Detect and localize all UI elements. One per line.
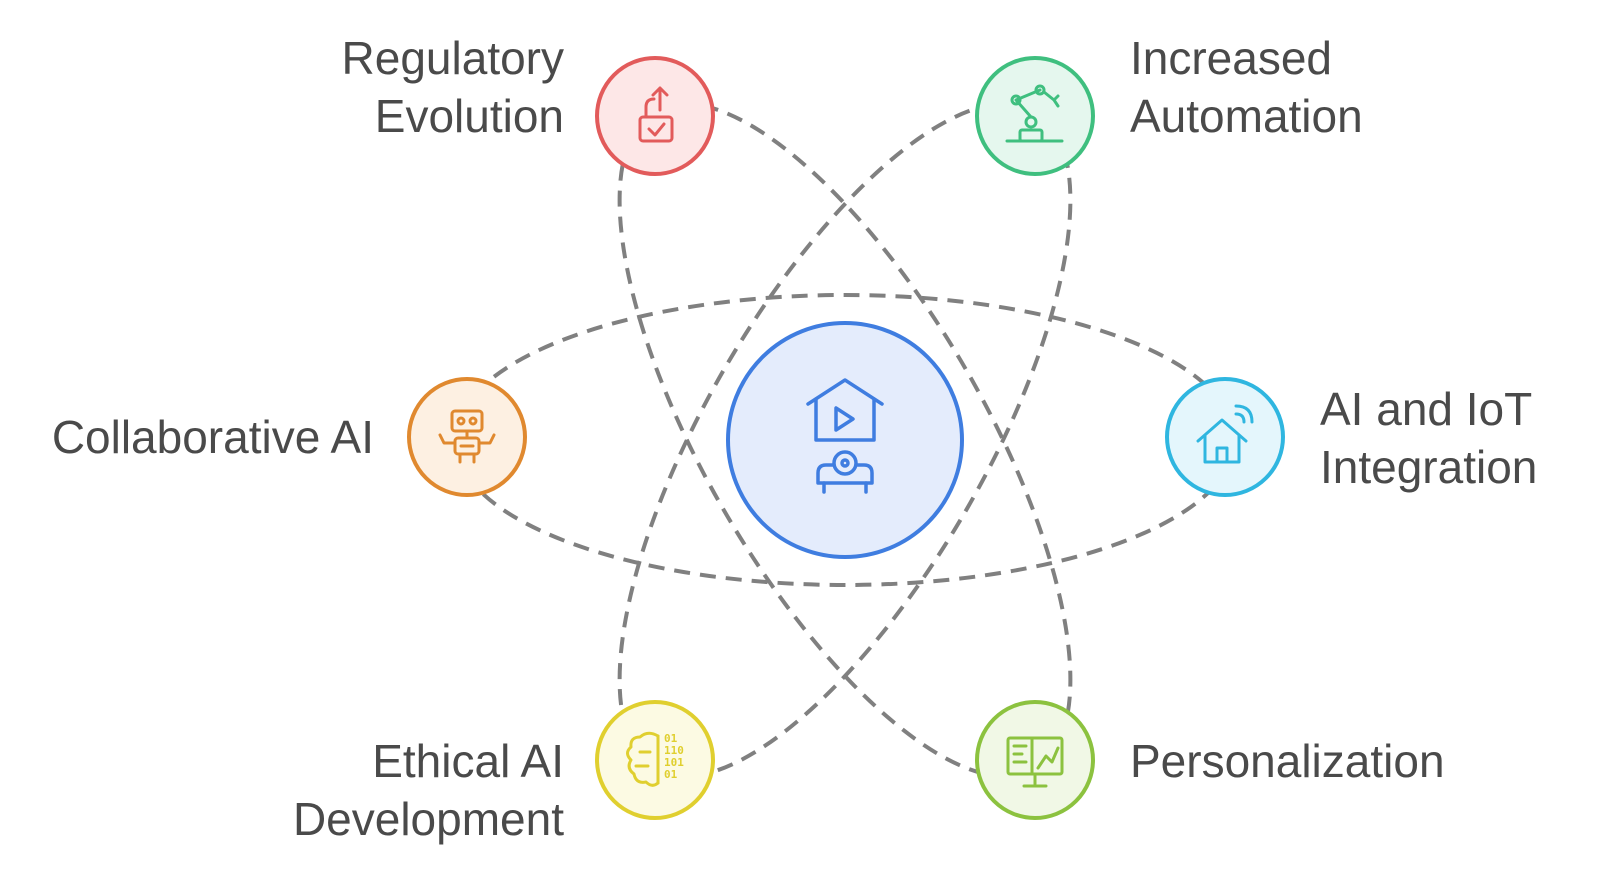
node-automation bbox=[975, 56, 1095, 176]
node-regulatory bbox=[595, 56, 715, 176]
svg-text:101: 101 bbox=[664, 756, 684, 769]
node-personalization bbox=[975, 700, 1095, 820]
label-line: Integration bbox=[1320, 441, 1538, 493]
label-automation: Increased Automation bbox=[1130, 29, 1363, 145]
robot-icon bbox=[438, 409, 496, 464]
label-personalization: Personalization bbox=[1130, 732, 1445, 790]
binary-digits: 01 110 101 01 bbox=[664, 732, 684, 781]
center-node bbox=[726, 321, 964, 559]
node-circle-automation bbox=[975, 56, 1095, 176]
brain-binary-icon bbox=[626, 731, 660, 787]
smart-home-wifi-icon bbox=[1196, 404, 1254, 464]
monitor-dashboard-icon bbox=[1006, 736, 1064, 788]
label-line: Evolution bbox=[374, 90, 564, 142]
label-line: Collaborative AI bbox=[51, 411, 374, 463]
label-line: Automation bbox=[1130, 90, 1363, 142]
node-iot bbox=[1165, 377, 1285, 497]
smart-home-media-icon bbox=[806, 378, 884, 494]
label-line: Increased bbox=[1130, 32, 1333, 84]
svg-text:01: 01 bbox=[664, 732, 678, 745]
node-circle-personalization bbox=[975, 700, 1095, 820]
robot-arm-icon bbox=[1005, 84, 1064, 143]
svg-text:110: 110 bbox=[664, 744, 684, 757]
label-line: AI and IoT bbox=[1320, 383, 1533, 435]
node-circle-iot bbox=[1165, 377, 1285, 497]
node-collaborative bbox=[407, 377, 527, 497]
svg-text:01: 01 bbox=[664, 768, 678, 781]
label-line: Ethical AI bbox=[372, 735, 564, 787]
lock-upload-icon bbox=[638, 86, 674, 143]
label-collaborative: Collaborative AI bbox=[20, 408, 374, 466]
label-line: Regulatory bbox=[341, 32, 564, 84]
label-iot: AI and IoT Integration bbox=[1320, 380, 1537, 496]
label-regulatory: Regulatory Evolution bbox=[300, 29, 564, 145]
label-line: Development bbox=[292, 793, 564, 845]
label-ethical: Ethical AI Development bbox=[260, 732, 564, 848]
node-ethical: 01 110 101 01 bbox=[595, 700, 715, 820]
node-circle-ethical bbox=[595, 700, 715, 820]
label-line: Personalization bbox=[1130, 735, 1445, 787]
